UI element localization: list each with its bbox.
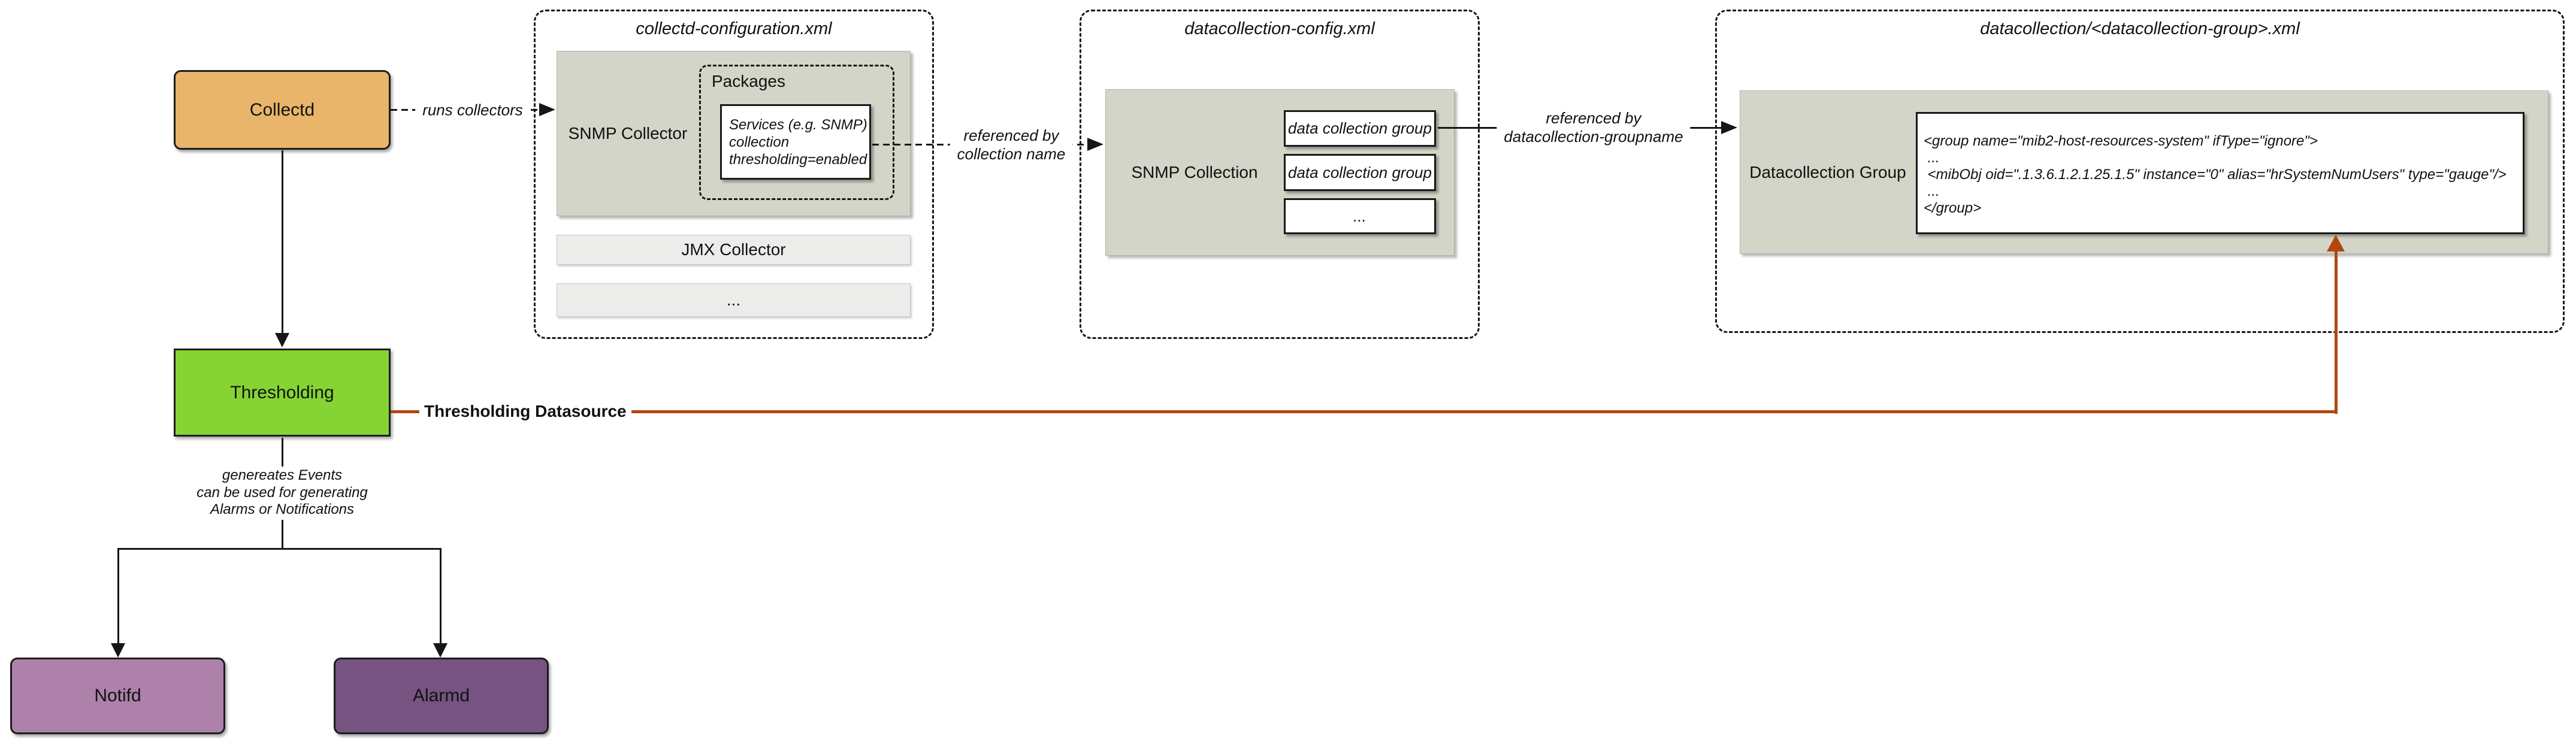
data-collection-group-box: data collection group (1284, 154, 1436, 191)
thresholding-node: Thresholding (174, 349, 391, 437)
datacollection-group-file-title: datacollection/<datacollection-group>.xm… (1980, 19, 2300, 38)
jmx-collector-label: JMX Collector (681, 240, 786, 259)
events-branch-right-line (440, 548, 442, 645)
collectd-thresholding-arrowhead (275, 333, 289, 347)
jmx-collector-panel: JMX Collector (557, 235, 911, 265)
thresholding-datasource-line (391, 410, 419, 413)
services-line: thresholding=enabled (729, 151, 867, 168)
datacollection-config-container (1080, 10, 1480, 339)
generates-events-note-line: Alarms or Notifications (210, 501, 355, 517)
services-line: Services (e.g. SNMP) (729, 116, 867, 133)
referenced-by-groupname-label: referenced by datacollection-groupname (1496, 108, 1691, 147)
snmp-collector-label: SNMP Collector (568, 124, 688, 143)
datacollection-group-label: Datacollection Group (1749, 162, 1906, 181)
collectd-node-label: Collectd (249, 99, 315, 120)
notifd-arrowhead (111, 643, 125, 658)
events-line-lower (282, 520, 283, 549)
packages-label: Packages (712, 72, 785, 90)
datacollection-group-code-box: <group name="mib2-host-resources-system"… (1916, 112, 2524, 234)
code-line: ... (1924, 183, 1940, 199)
generates-events-note-line: can be used for generating (196, 484, 368, 501)
thresholding-datasource-arrowhead (2327, 235, 2345, 252)
more-collectors-label: ... (726, 290, 741, 309)
services-line: collection (729, 134, 790, 150)
data-collection-group-more-label: ... (1353, 207, 1366, 225)
code-line: ... (1924, 150, 1940, 166)
collectd-configuration-title: collectd-configuration.xml (636, 19, 832, 38)
generates-events-note-line: genereates Events (222, 467, 343, 483)
data-collection-group-box: data collection group (1284, 110, 1436, 147)
collectd-configuration-container (534, 10, 934, 339)
runs-collectors-arrowhead (539, 103, 555, 116)
referenced-by-groupname-arrowhead (1721, 121, 1737, 134)
collectd-thresholding-line (282, 150, 283, 334)
events-branch-horizontal-line (117, 548, 442, 550)
alarmd-node: Alarmd (334, 658, 549, 734)
notifd-node: Notifd (10, 658, 225, 734)
more-collectors-panel: ... (557, 283, 911, 317)
runs-collectors-label: runs collectors (415, 99, 530, 121)
notifd-node-label: Notifd (94, 686, 141, 705)
thresholding-node-label: Thresholding (230, 382, 334, 402)
code-line: </group> (1924, 200, 1982, 216)
data-collection-group-more-box: ... (1284, 198, 1436, 234)
data-collection-group-label: data collection group (1288, 163, 1432, 181)
collectd-node: Collectd (174, 70, 391, 150)
referenced-by-collection-label-line: referenced by (963, 126, 1059, 144)
referenced-by-collection-arrowhead (1087, 138, 1103, 151)
referenced-by-groupname-label-line: datacollection-groupname (1504, 128, 1683, 146)
referenced-by-collection-label-line: collection name (957, 145, 1066, 163)
thresholding-datasource-label: Thresholding Datasource (424, 402, 627, 420)
packages-group (699, 65, 894, 200)
data-collection-group-label: data collection group (1288, 119, 1432, 137)
alarmd-arrowhead (433, 643, 448, 658)
events-line-upper (282, 438, 283, 467)
thresholding-datasource-vertical-line (2335, 247, 2338, 414)
services-box: Services (e.g. SNMP) collection threshol… (720, 104, 871, 180)
thresholding-datasource-edge: Thresholding Datasource (391, 401, 2338, 422)
events-branch-left-line (117, 548, 119, 645)
alarmd-node-label: Alarmd (412, 686, 470, 705)
datacollection-config-title: datacollection-config.xml (1184, 19, 1375, 38)
code-line: <mibObj oid=".1.3.6.1.2.1.25.1.5" instan… (1924, 166, 2507, 183)
datacollection-group-file-container (1715, 10, 2565, 333)
thresholding-datasource-line (631, 410, 2338, 413)
snmp-collection-label: SNMP Collection (1131, 163, 1258, 181)
code-line: <group name="mib2-host-resources-system"… (1924, 133, 2318, 149)
referenced-by-groupname-label-line: referenced by (1546, 109, 1641, 127)
generates-events-note: genereates Events can be used for genera… (156, 467, 408, 519)
referenced-by-collection-label: referenced by collection name (950, 125, 1073, 165)
